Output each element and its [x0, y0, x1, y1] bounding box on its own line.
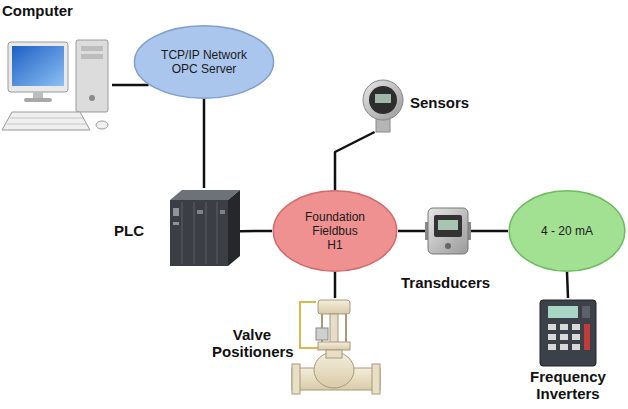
bus-connector [567, 272, 568, 298]
inverter-icon [540, 300, 596, 366]
valve-icon [292, 300, 380, 394]
device-label: Valve Positioners [212, 326, 292, 360]
computer-node: Computer [8, 38, 112, 136]
valve-node: Valve Positioners [288, 298, 382, 398]
device-label: Frequency Inverters [524, 368, 612, 402]
bus-connector [335, 132, 375, 190]
node-label: 4 - 20 mA [541, 224, 593, 238]
bus-connector [471, 231, 508, 232]
bus-connector [204, 99, 205, 188]
device-label: PLC [114, 222, 144, 239]
device-label: Sensors [410, 94, 469, 111]
plc-node: PLC [168, 188, 240, 268]
signal-ellipse: 4 - 20 mA [508, 190, 626, 272]
device-label: Transducers [401, 274, 490, 291]
sensor-icon [363, 80, 403, 132]
device-label: Computer [2, 2, 73, 19]
transducer-icon [425, 208, 471, 254]
bus-connector [398, 231, 425, 232]
computer-icon [2, 40, 108, 130]
network-ellipse: TCP/IP Network OPC Server [133, 25, 275, 99]
inverter-node: Frequency Inverters [538, 298, 598, 368]
bus-connector [240, 231, 272, 232]
transducer-node: Transducers [425, 206, 471, 256]
bus-connector [112, 84, 149, 85]
plc-icon [170, 190, 240, 266]
node-label: TCP/IP Network OPC Server [158, 48, 250, 76]
sensor-node: Sensors [362, 78, 404, 132]
bus-connector [335, 272, 336, 298]
node-label: Foundation Fieldbus H1 [304, 210, 366, 252]
fieldbus-ellipse: Foundation Fieldbus H1 [272, 190, 398, 272]
